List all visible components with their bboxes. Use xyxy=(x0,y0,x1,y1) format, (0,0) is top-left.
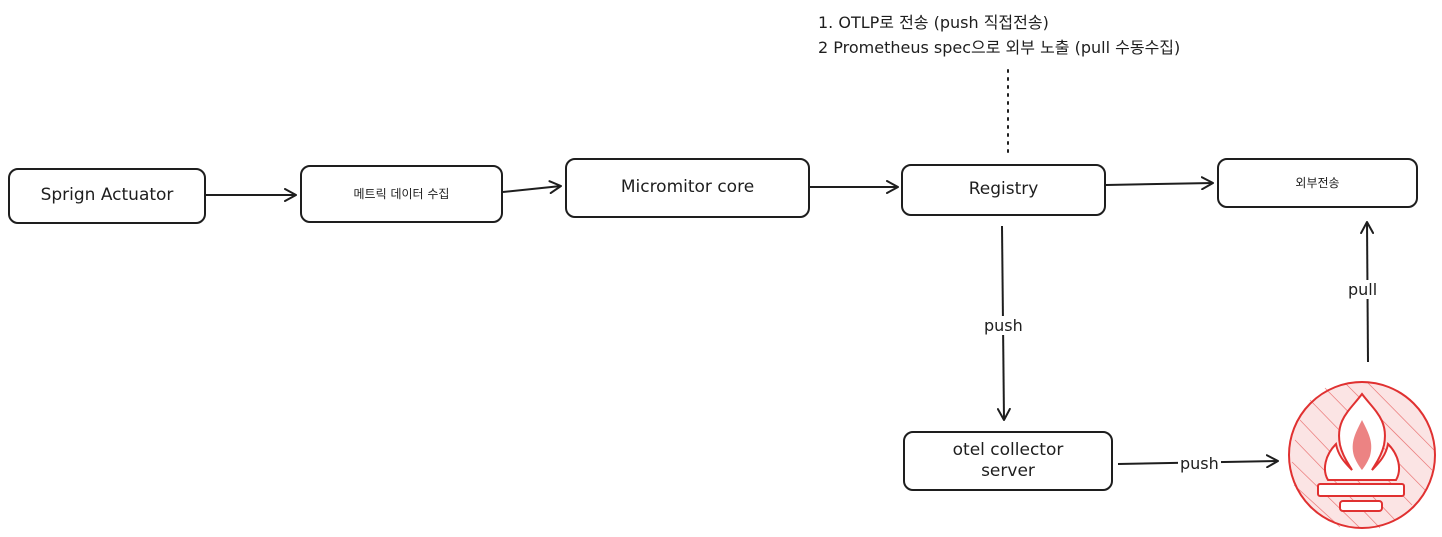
node-registry-label: Registry xyxy=(968,179,1039,200)
node-registry[interactable]: Registry xyxy=(901,164,1106,216)
node-otel-collector-line2: server xyxy=(981,461,1035,481)
note-line-1: 1. OTLP로 전송 (push 직접전송) xyxy=(818,13,1049,32)
node-metric-collection-label: 메트릭 데이터 수집 xyxy=(353,186,450,201)
node-micrometer-core-label: Micromitor core xyxy=(620,177,755,198)
note-line-2: 2 Prometheus spec으로 외부 노출 (pull 수동수집) xyxy=(818,38,1181,57)
prometheus-icon xyxy=(1288,381,1436,529)
node-otel-collector-line1: otel collector xyxy=(952,439,1064,460)
edge-label-otel-prometheus: push xyxy=(1178,454,1221,473)
node-otel-collector[interactable]: otel collector server xyxy=(903,431,1113,491)
node-external-transfer[interactable]: 외부전송 xyxy=(1217,158,1418,208)
edge-label-prometheus-external: pull xyxy=(1346,280,1380,299)
arrow-registry-to-external xyxy=(1105,176,1214,191)
node-spring-actuator[interactable]: Sprign Actuator xyxy=(8,168,206,224)
annotation-note: 1. OTLP로 전송 (push 직접전송) 2 Prometheus spe… xyxy=(818,10,1180,60)
edge-label-registry-otel: push xyxy=(982,316,1025,335)
node-external-transfer-label: 외부전송 xyxy=(1295,175,1340,190)
arrow-metric-to-micrometer xyxy=(502,180,562,195)
node-spring-actuator-label: Sprign Actuator xyxy=(40,185,174,206)
node-micrometer-core[interactable]: Micromitor core xyxy=(565,158,810,218)
node-metric-collection[interactable]: 메트릭 데이터 수집 xyxy=(300,165,503,223)
